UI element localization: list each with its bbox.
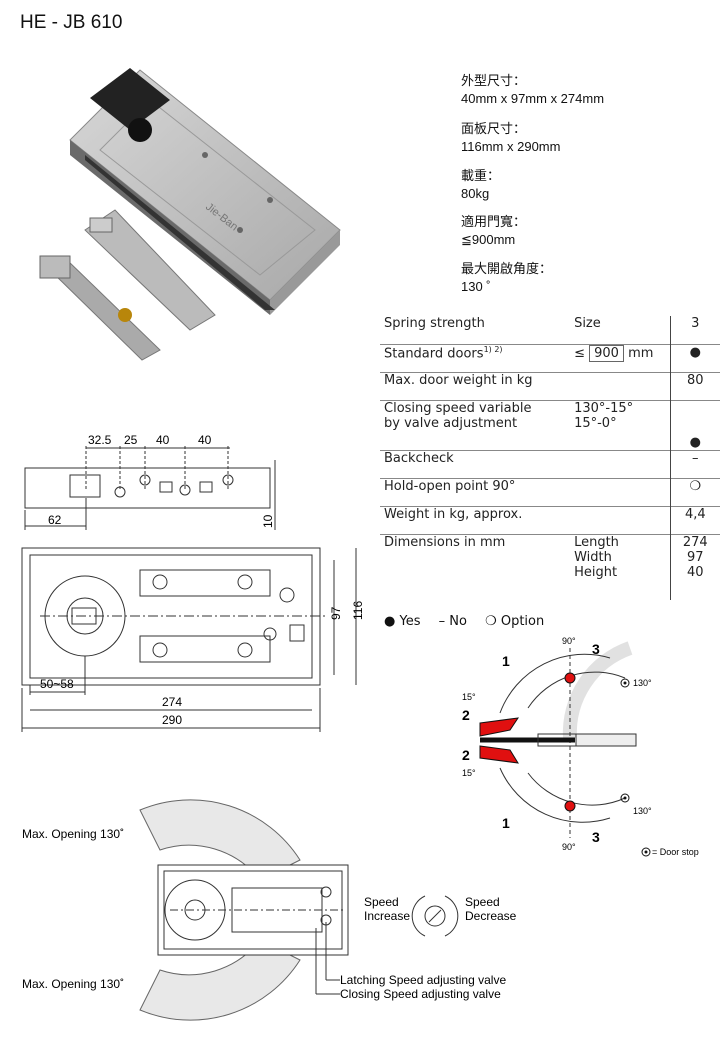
spec-table: Spring strength Size 3 Standard doors1) …	[380, 316, 720, 600]
le-symbol: ≤	[574, 345, 585, 361]
cell-standard-doors: Standard doors1) 2)	[380, 343, 571, 372]
spec-label: 外型尺寸：	[461, 73, 527, 88]
label-15-top: 15°	[462, 692, 476, 702]
width-value: 97	[687, 549, 704, 565]
label-2-bottom: 2	[462, 747, 470, 763]
page-title: HE - JB 610	[20, 12, 123, 33]
label-15-bottom: 15°	[462, 768, 476, 778]
width-label: Width	[574, 549, 612, 565]
cell-closing-range: 130°-15°15°-0°	[570, 399, 671, 450]
dim-274: 274	[162, 695, 182, 709]
range-1: 130°-15°	[574, 400, 634, 416]
spec-label: 載重：	[461, 168, 501, 183]
door-width-unit: mm	[628, 345, 654, 361]
spec-label: 適用門寬：	[461, 214, 527, 229]
spec-max-angle: 最大開啟角度： 130 ˚	[461, 260, 552, 296]
technical-drawing: 32.5 25 40 40 62 10 97 116 50~58 274 290	[21, 433, 365, 732]
cell-size: Size	[574, 316, 601, 331]
speed-increase-2: Increase	[364, 909, 410, 923]
speed-increase-1: Speed	[364, 895, 399, 909]
cell-strength-value: 3	[669, 316, 720, 344]
spec-label: 面板尺寸：	[461, 121, 527, 136]
cell-max-weight-value: 80	[669, 371, 720, 400]
cell-weight: Weight in kg, approx.	[380, 505, 671, 534]
spec-value: 130 ˚	[461, 279, 491, 294]
closing-speed-line2: by valve adjustment	[384, 415, 518, 431]
dim-116: 116	[351, 601, 365, 620]
spec-load: 載重： 80kg	[461, 167, 500, 203]
dim-40-b: 40	[198, 433, 212, 447]
cell-standard-doors-value: ●	[669, 343, 720, 372]
angle-diagram: 90° 90° 130° 130° 15° 15° 1 1 2 2 3 3 = …	[462, 636, 699, 857]
spec-value: 40mm x 97mm x 274mm	[461, 91, 605, 106]
legend-yes: ● Yes	[384, 614, 421, 629]
door-width-value: 900	[589, 344, 624, 362]
speed-decrease-2: Decrease	[465, 909, 517, 923]
height-label: Height	[574, 564, 618, 580]
label-90-bottom: 90°	[562, 842, 576, 852]
max-opening-bottom: Max. Opening 130˚	[22, 977, 124, 991]
closing-valve-label: Closing Speed adjusting valve	[340, 987, 501, 1001]
spec-value: 116mm x 290mm	[461, 139, 561, 154]
spec-size: 外型尺寸： 40mm x 97mm x 274mm	[461, 72, 604, 108]
cell-backcheck: Backcheck	[380, 449, 671, 478]
product-photo: Jie-Ban	[39, 68, 341, 361]
dim-50-58: 50~58	[40, 677, 74, 691]
label-90-top: 90°	[562, 636, 576, 646]
cell-hold-open-value: ❍	[669, 477, 720, 506]
label-3-bottom: 3	[592, 829, 600, 845]
cell-closing-speed-value: ●	[669, 399, 720, 450]
range-2: 15°-0°	[574, 415, 617, 431]
label-3-top: 3	[592, 641, 600, 657]
length-value: 274	[682, 534, 708, 550]
spec-value: 80kg	[461, 186, 490, 201]
speed-decrease-1: Speed	[465, 895, 500, 909]
label-130-bottom: 130°	[633, 806, 652, 816]
label-130-top: 130°	[633, 678, 652, 688]
standard-doors-sup: 1) 2)	[483, 344, 503, 354]
door-stop-label: = Door stop	[652, 847, 699, 857]
spec-value: ≦900mm	[461, 232, 516, 247]
legend: ● Yes – No ❍ Option	[384, 614, 558, 629]
spec-door-width: 適用門寬： ≦900mm	[461, 213, 526, 249]
legend-no: – No	[438, 614, 467, 629]
cell-backcheck-value: –	[669, 449, 720, 478]
label-1-bottom: 1	[502, 815, 510, 831]
cell-weight-value: 4,4	[669, 505, 720, 534]
height-value: 40	[687, 564, 704, 580]
label-1-top: 1	[502, 653, 510, 669]
dim-40-a: 40	[156, 433, 170, 447]
dim-25: 25	[124, 433, 138, 447]
spec-label: 最大開啟角度：	[461, 261, 553, 276]
standard-doors-label: Standard doors	[384, 345, 484, 361]
dim-290: 290	[162, 713, 182, 727]
legend-option: ❍ Option	[485, 614, 545, 629]
dim-62: 62	[48, 513, 62, 527]
cell-spring-strength: Spring strength	[384, 316, 485, 331]
cell-door-width: ≤ 900 mm	[570, 343, 671, 372]
cell-max-weight: Max. door weight in kg	[380, 371, 671, 400]
latching-valve-label: Latching Speed adjusting valve	[340, 973, 506, 987]
cell-dimensions: Dimensions in mm	[380, 533, 571, 600]
label-2-top: 2	[462, 707, 470, 723]
dim-10: 10	[261, 514, 275, 528]
closing-speed-line1: Closing speed variable	[384, 400, 532, 416]
speed-diagram: Max. Opening 130˚ Max. Opening 130˚ Spee…	[22, 799, 517, 1021]
max-opening-top: Max. Opening 130˚	[22, 827, 124, 841]
dim-32-5: 32.5	[88, 433, 112, 447]
length-label: Length	[574, 534, 619, 550]
dim-97: 97	[329, 606, 343, 620]
cell-hold-open: Hold-open point 90°	[380, 477, 671, 506]
spec-plate: 面板尺寸： 116mm x 290mm	[461, 120, 560, 156]
